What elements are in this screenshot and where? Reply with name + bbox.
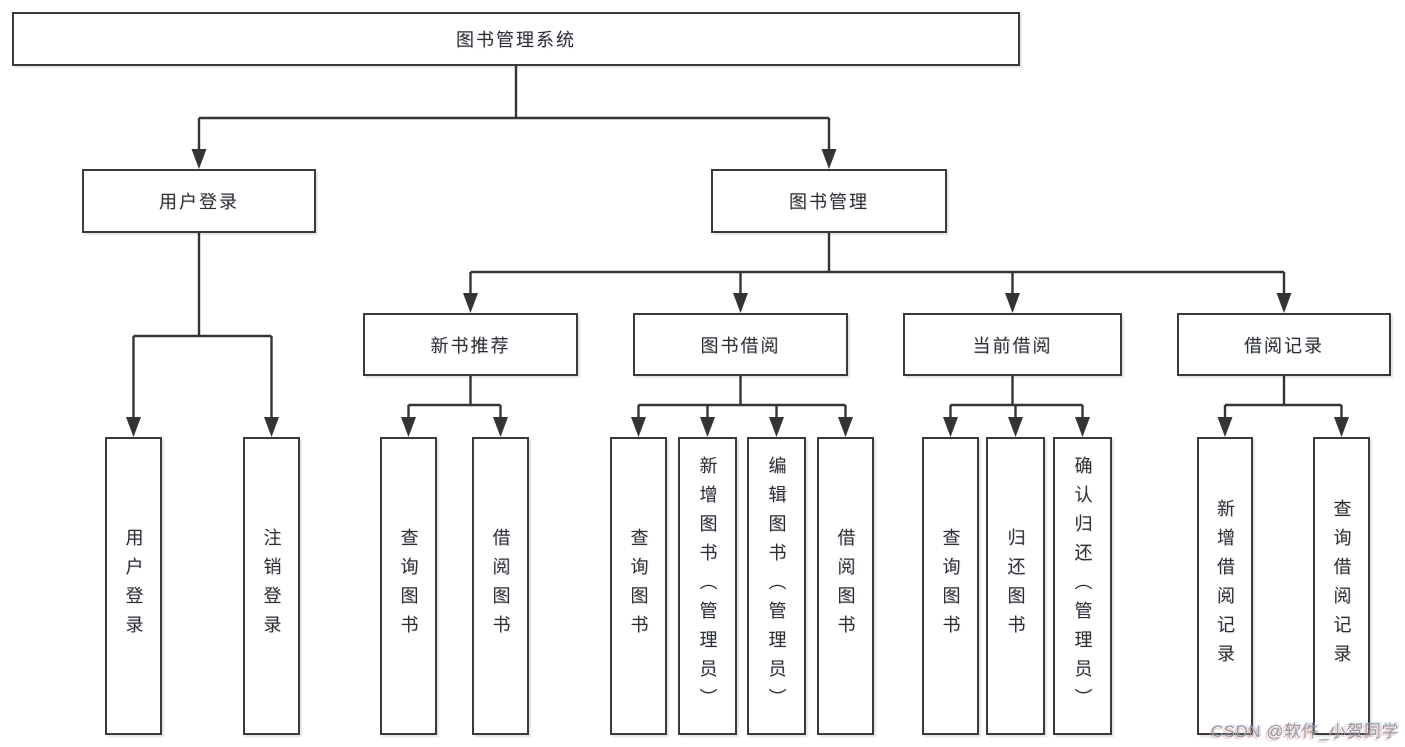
node-label: 用户登录 [159,192,239,212]
watermark: CSDN @软件_小贺同学 [1210,722,1399,741]
leaf-query-books-borrow: 查询图书 [610,437,667,735]
leaf-return-books: 归还图书 [986,437,1045,735]
node-label: 图书管理系统 [456,30,576,50]
node-book-borrow: 图书借阅 [633,313,848,376]
node-label: 用户登录 [123,528,144,644]
node-label: 查询借阅记录 [1331,499,1352,673]
leaf-query-books-recommend: 查询图书 [380,437,437,735]
node-label: 注销登录 [261,528,282,644]
node-label: 图书借阅 [700,335,781,356]
leaf-add-books-admin: 新增图书（管理员） [678,437,737,735]
node-label: 归还图书 [1005,528,1026,644]
leaf-logout: 注销登录 [243,437,300,735]
leaf-confirm-return-admin: 确认归还（管理员） [1053,437,1112,735]
leaf-edit-books-admin: 编辑图书（管理员） [747,437,806,735]
leaf-query-borrow-record: 查询借阅记录 [1313,437,1370,735]
node-label: 确认归还（管理员） [1072,455,1093,717]
node-label: 借阅图书 [490,528,511,644]
node-label: 新增借阅记录 [1215,499,1235,673]
node-label: 新书推荐 [430,335,511,356]
node-label: 借阅图书 [835,528,856,644]
node-root-system: 图书管理系统 [12,12,1020,66]
node-new-book-recommend: 新书推荐 [363,313,578,376]
leaf-user-login: 用户登录 [105,437,162,735]
leaf-borrow-books-recommend: 借阅图书 [472,437,529,735]
node-label: 查询图书 [398,528,419,644]
node-current-borrow: 当前借阅 [903,313,1122,376]
node-label: 图书管理 [789,192,869,212]
node-borrow-records: 借阅记录 [1177,313,1391,376]
leaf-query-books-current: 查询图书 [922,437,979,735]
node-book-management: 图书管理 [711,169,947,233]
node-label: 当前借阅 [972,335,1053,356]
node-label: 编辑图书（管理员） [766,455,787,717]
node-label: 查询图书 [628,528,649,644]
leaf-borrow-books: 借阅图书 [817,437,874,735]
node-label: 借阅记录 [1244,335,1324,356]
node-label: 查询图书 [940,528,961,644]
leaf-add-borrow-record: 新增借阅记录 [1197,437,1253,735]
node-user-login: 用户登录 [82,169,316,233]
node-label: 新增图书（管理员） [697,455,718,717]
